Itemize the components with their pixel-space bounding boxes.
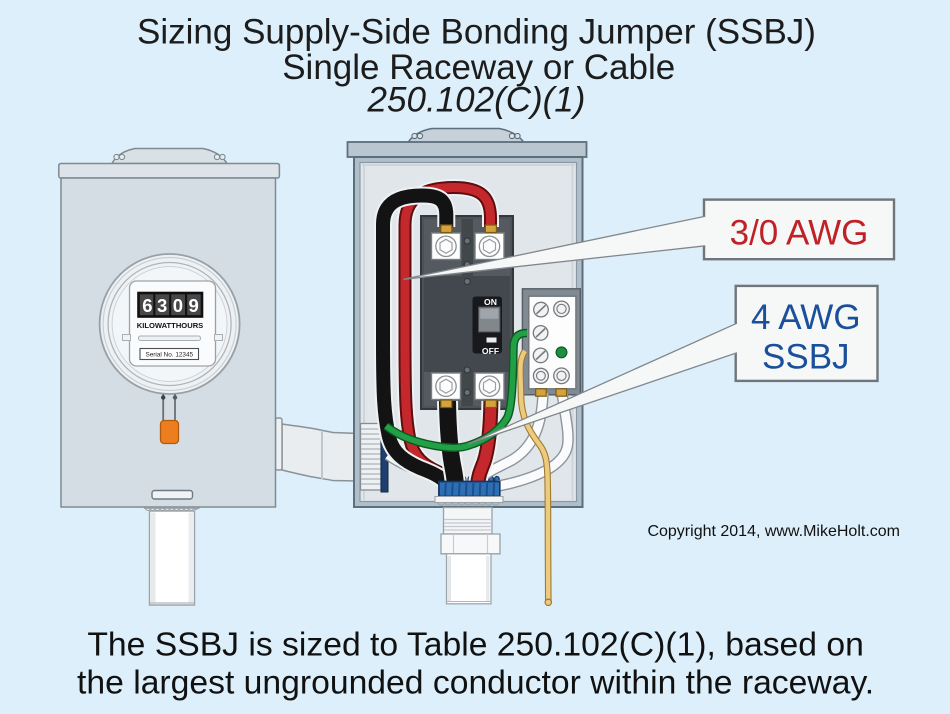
svg-text:250.102(C)(1): 250.102(C)(1) (367, 81, 586, 120)
svg-text:4 AWG: 4 AWG (751, 298, 861, 337)
svg-text:Single Raceway or Cable: Single Raceway or Cable (282, 48, 675, 87)
svg-text:The SSBJ is sized to Table 250: The SSBJ is sized to Table 250.102(C)(1)… (87, 626, 864, 664)
svg-text:KILOWATTHOURS: KILOWATTHOURS (137, 321, 204, 330)
svg-text:3/0 AWG: 3/0 AWG (730, 214, 869, 253)
svg-text:Sizing Supply-Side Bonding Jum: Sizing Supply-Side Bonding Jumper (SSBJ) (137, 13, 816, 52)
svg-text:Serial No. 12345: Serial No. 12345 (145, 352, 193, 359)
svg-text:ON: ON (484, 297, 497, 307)
svg-text:0: 0 (173, 295, 183, 316)
svg-text:9: 9 (189, 295, 199, 316)
svg-text:3: 3 (157, 295, 167, 316)
svg-text:OFF: OFF (482, 346, 499, 356)
svg-text:the largest ungrounded conduct: the largest ungrounded conductor within … (77, 664, 874, 702)
svg-text:Copyright 2014, www.MikeHolt.c: Copyright 2014, www.MikeHolt.com (647, 523, 900, 540)
svg-text:6: 6 (142, 295, 152, 316)
svg-text:SSBJ: SSBJ (762, 337, 850, 376)
